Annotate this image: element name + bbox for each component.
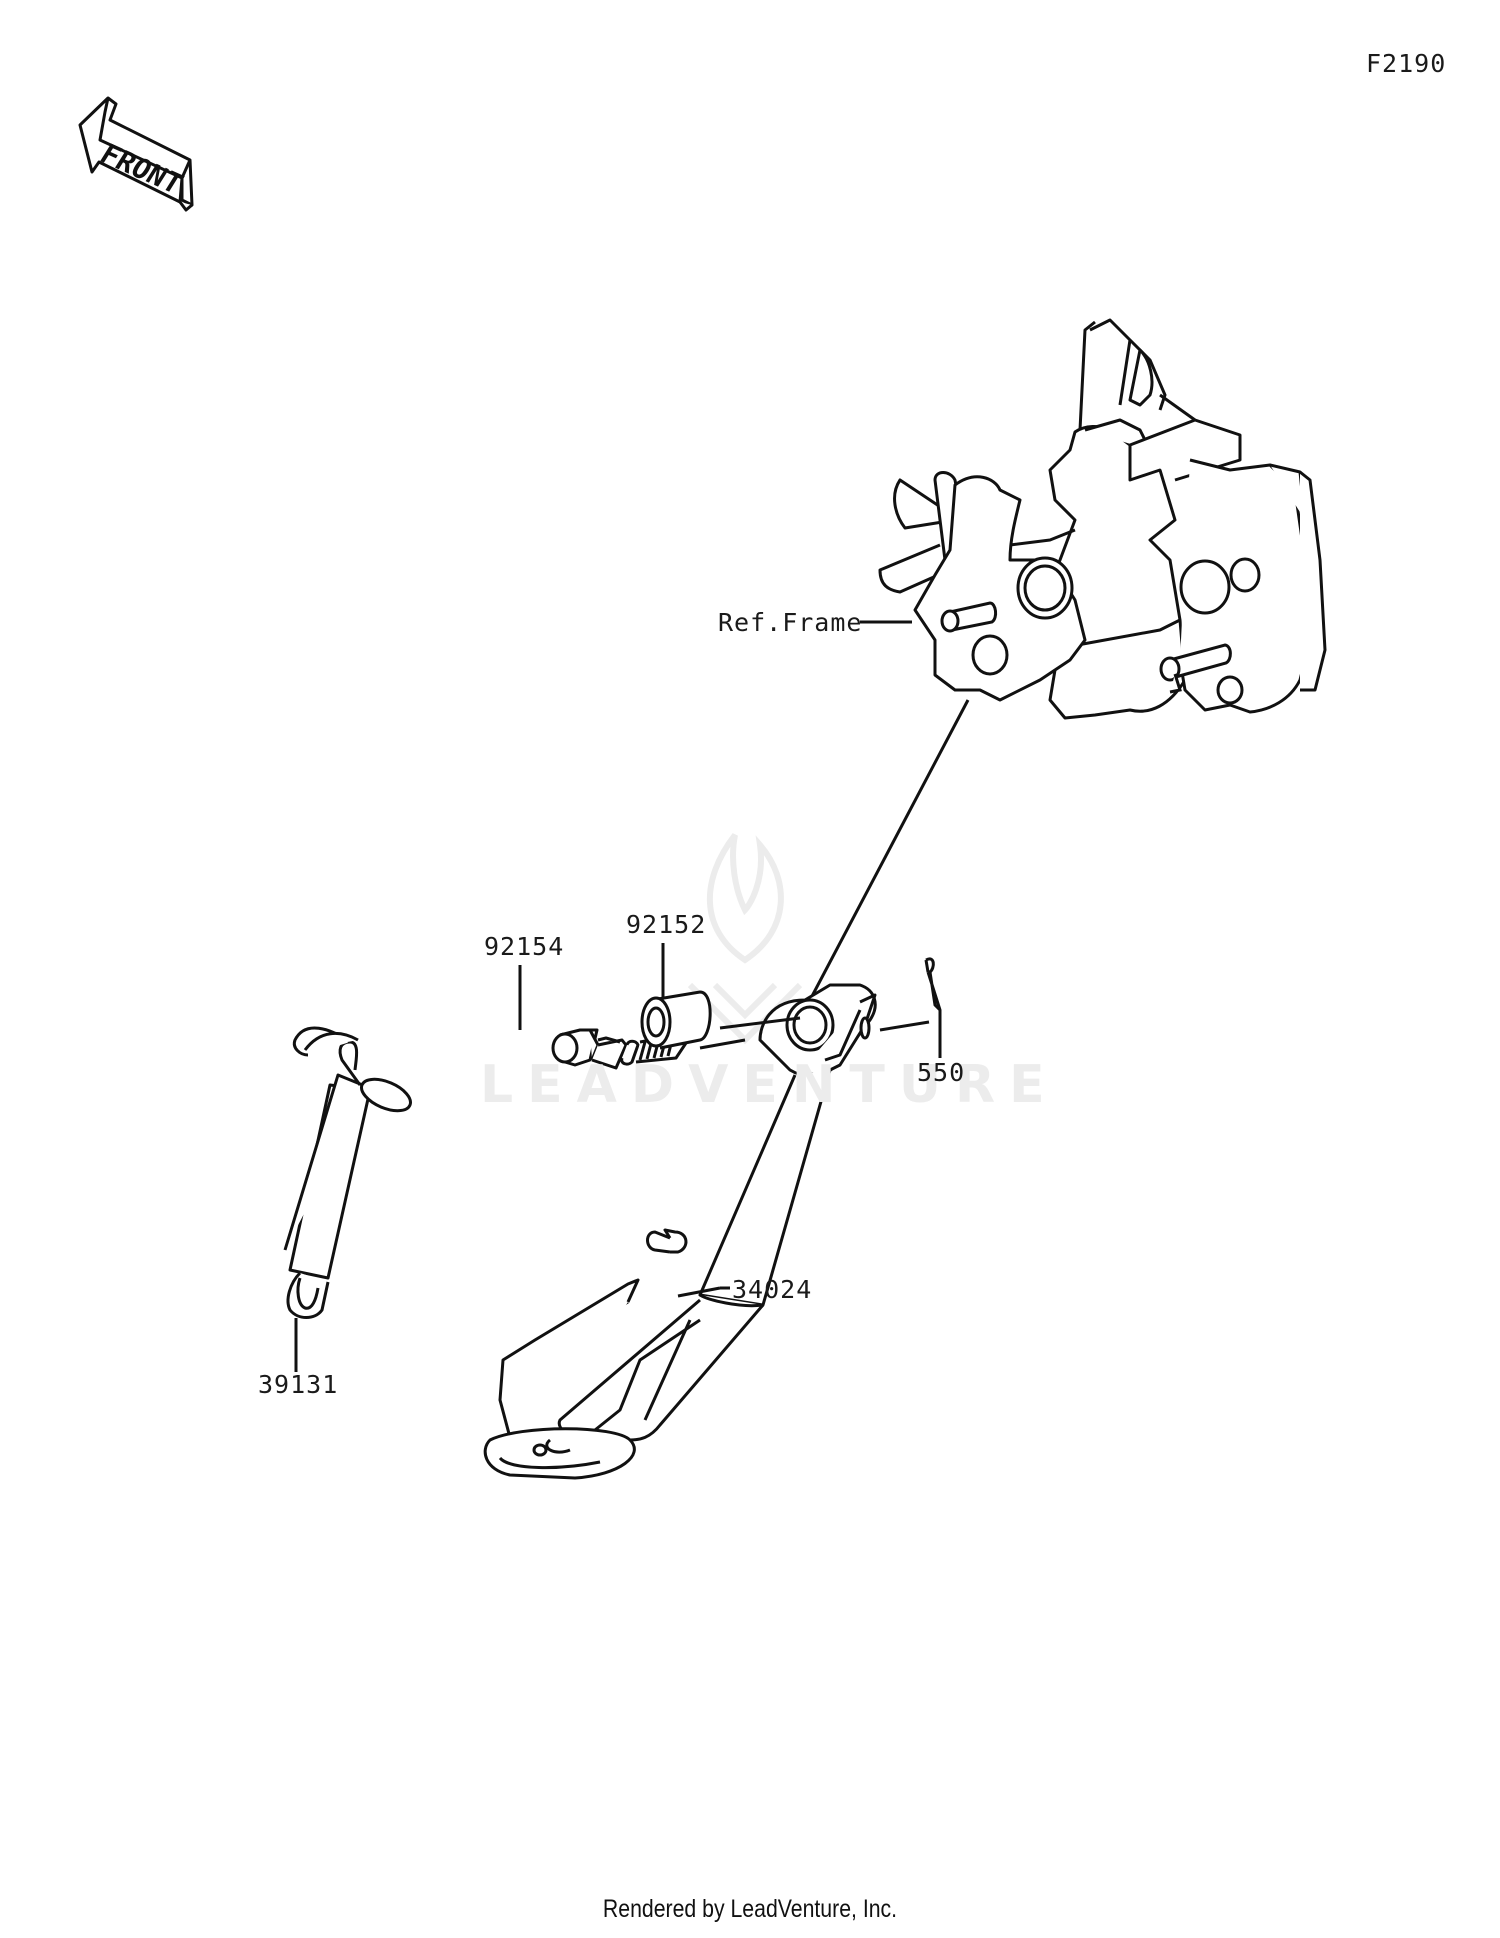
label-bolt: 92154 (484, 932, 565, 961)
label-collar: 92152 (626, 910, 707, 939)
footer-credit: Rendered by LeadVenture, Inc. (602, 1895, 898, 1923)
label-ref-frame: Ref.Frame (718, 608, 863, 637)
label-cotter-pin: 550 (917, 1058, 966, 1087)
front-arrow-icon (78, 96, 194, 212)
diagram-code: F2190 (1366, 49, 1447, 78)
collar (640, 990, 712, 1050)
frame-bracket (878, 318, 1327, 720)
front-arrow-label: FRONT (94, 138, 189, 200)
cotter-pin-line (879, 1020, 930, 1032)
label-side-stand: 34024 (732, 1275, 813, 1304)
bolt-to-collar-line (699, 1038, 746, 1050)
cotter-pin (924, 957, 942, 1012)
collar-to-stand-line (719, 1016, 801, 1030)
watermark-text: LEADVENTURE (480, 1055, 1059, 1115)
label-spring: 39131 (258, 1370, 339, 1399)
frame-holes (971, 556, 1261, 705)
side-stand-leader (808, 699, 970, 1001)
spring (283, 1026, 412, 1319)
side-stand (483, 983, 877, 1480)
side-stand-label-leader (677, 1286, 721, 1298)
frame-pins (940, 601, 1232, 694)
